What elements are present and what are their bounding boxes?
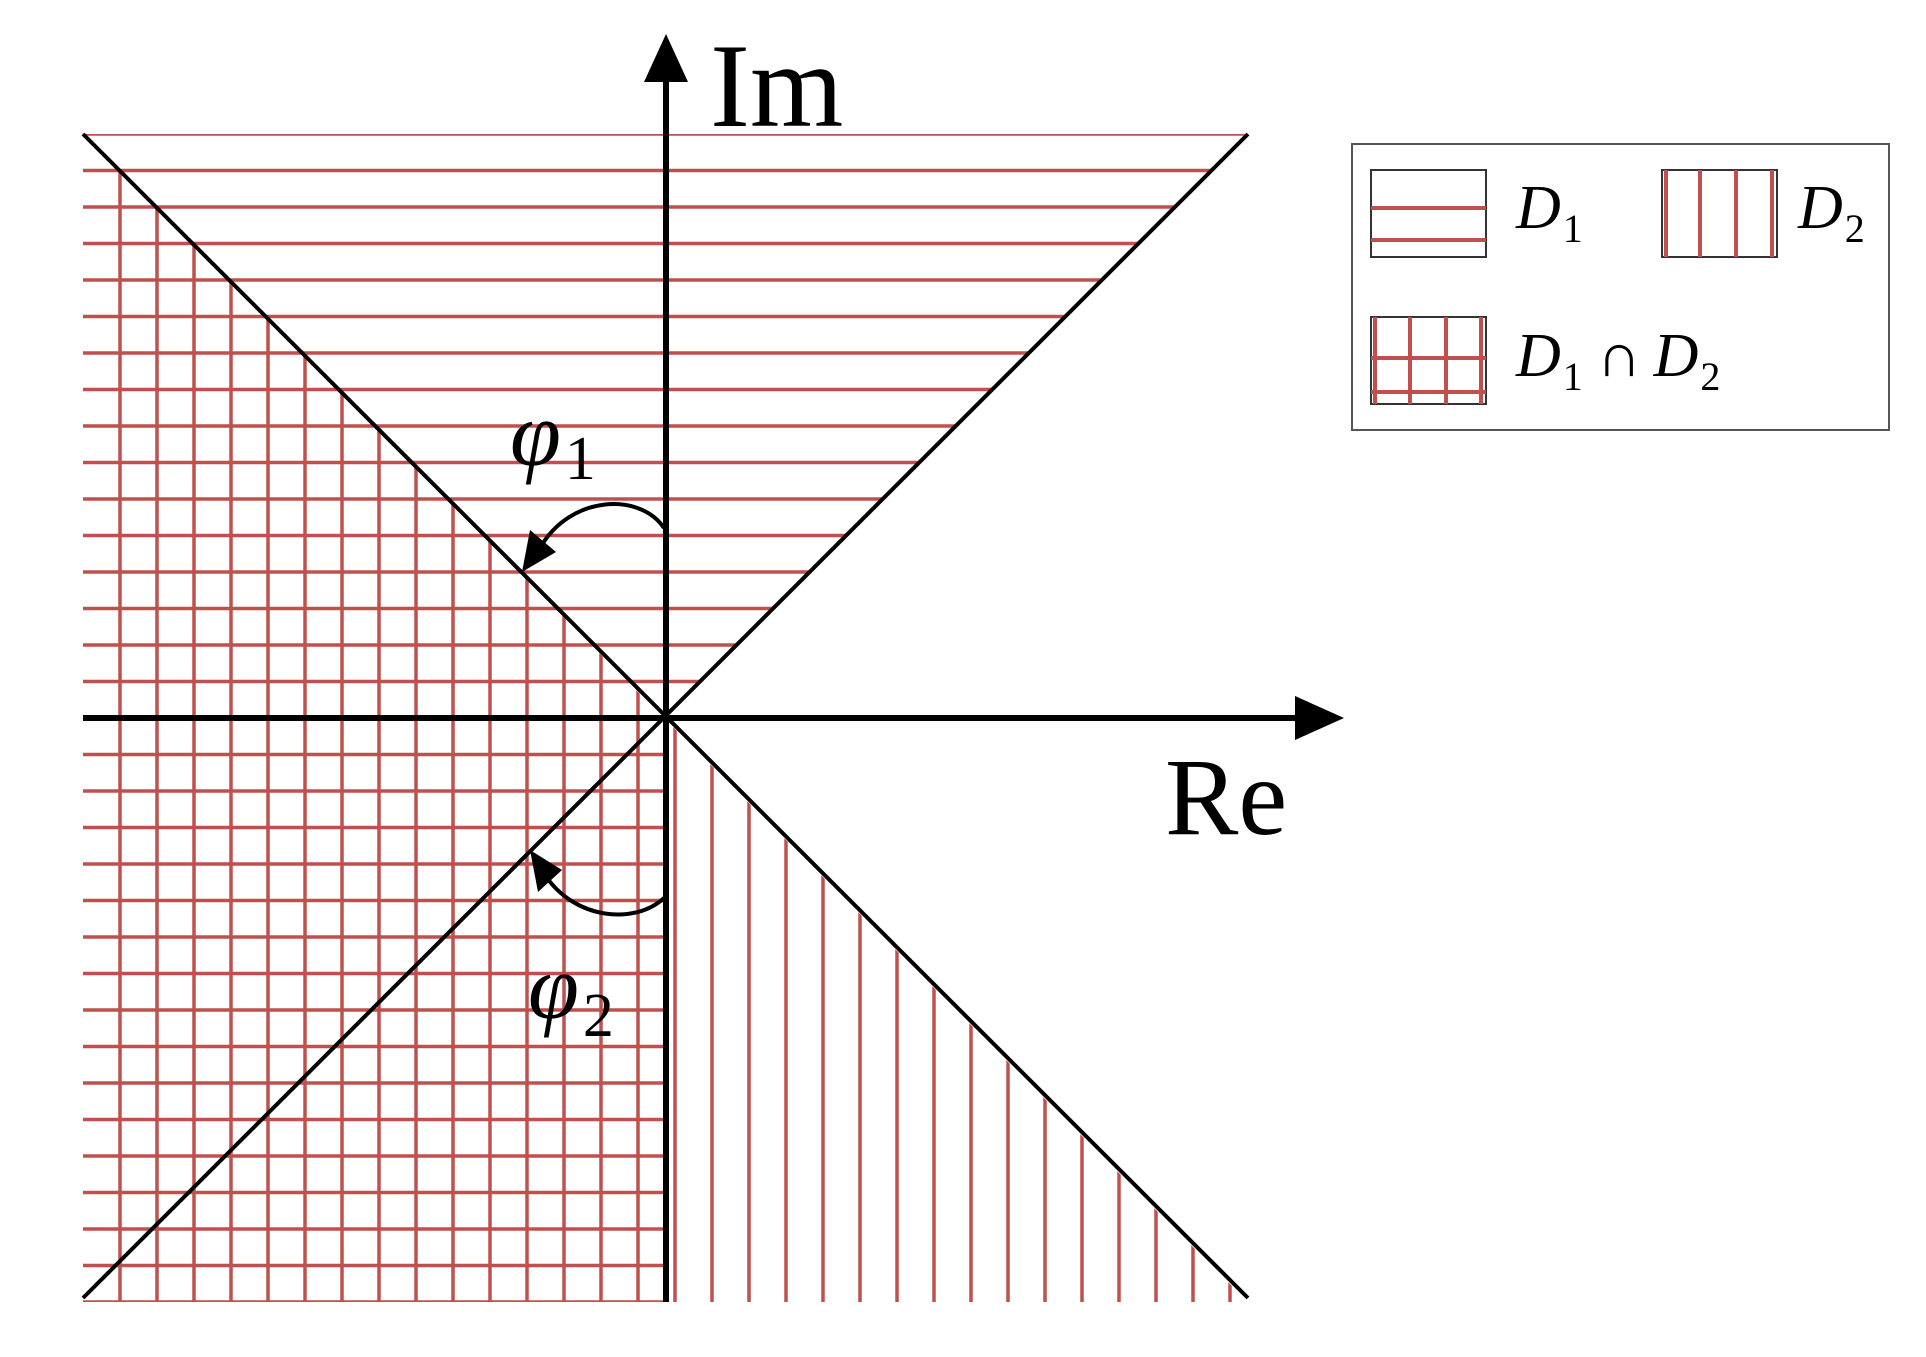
legend-label-d1: D1 [1515, 174, 1583, 251]
arrowhead-phi2-icon [530, 850, 562, 892]
legend-swatch-d2 [1661, 169, 1778, 258]
angle-arc-phi2 [543, 873, 666, 917]
real-axis-arrowhead [1295, 696, 1344, 740]
legend: D1 D2 D1∩D2 [1351, 143, 1890, 431]
imaginary-axis-arrowhead [644, 34, 688, 82]
angle-label-phi2: φ2 [528, 936, 614, 1050]
region-d2-vertical-hatch [83, 718, 1232, 1302]
real-axis-label: Re [1165, 736, 1287, 858]
legend-label-intersection: D1∩D2 [1515, 322, 1720, 399]
angle-arc-phi1 [538, 502, 666, 549]
imaginary-axis-label: Im [710, 19, 843, 152]
angle-label-phi1: φ1 [510, 383, 596, 493]
arrowhead-phi1-icon [522, 530, 556, 572]
legend-label-d2: D2 [1797, 174, 1865, 251]
legend-swatch-intersection [1370, 316, 1487, 405]
legend-swatch-d1 [1370, 169, 1487, 258]
